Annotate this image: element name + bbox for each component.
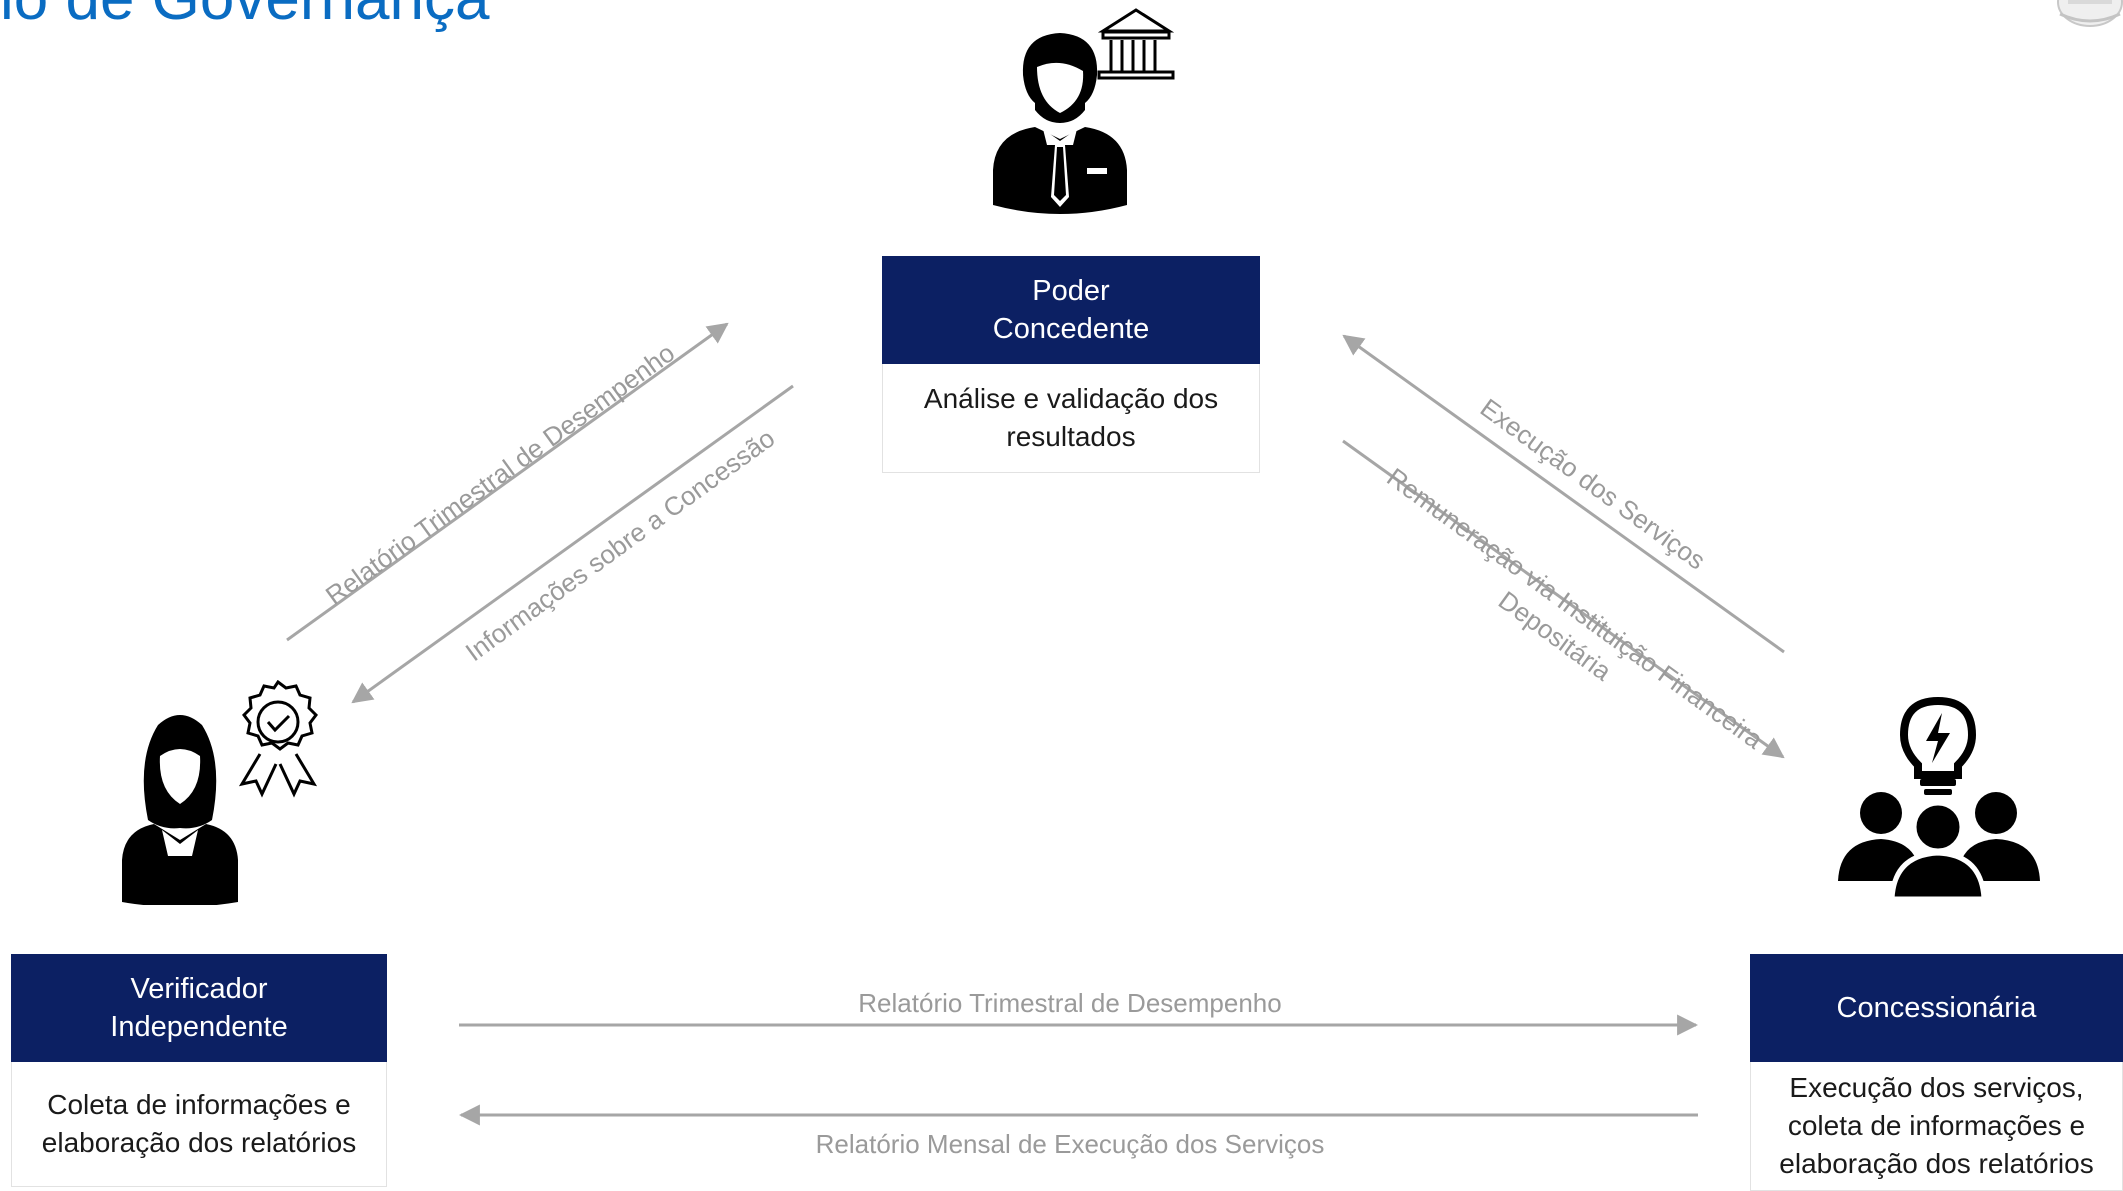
arrow-cs-to-pc (1342, 334, 1785, 654)
node-header: Verificador Independente (11, 954, 387, 1062)
node-description: Execução dos serviços, coleta de informa… (1750, 1062, 2123, 1191)
node-description: Análise e validação dos resultados (882, 364, 1260, 473)
seal-logo-icon (2057, 0, 2123, 27)
page-title: io de Governança (0, 0, 489, 30)
node-description: Coleta de informações e elaboração dos r… (11, 1062, 387, 1187)
node-header: Concessionária (1750, 954, 2123, 1062)
arrow-vi-to-pc (286, 322, 729, 642)
node-verificador-independente: Verificador Independente Coleta de infor… (11, 954, 387, 1187)
node-poder-concedente: Poder Concedente Análise e validação dos… (882, 256, 1260, 473)
woman-with-certified-badge-icon (122, 680, 318, 905)
official-with-government-building-icon (993, 8, 1175, 214)
node-header: Poder Concedente (882, 256, 1260, 364)
node-concessionaria: Concessionária Execução dos serviços, co… (1750, 954, 2123, 1191)
arrow-pc-to-vi (351, 384, 794, 704)
label-cs-to-vi: Relatório Mensal de Execução dos Serviço… (815, 1129, 1325, 1159)
label-vi-to-cs: Relatório Trimestral de Desempenho (858, 988, 1282, 1018)
arrow-pc-to-cs (1342, 439, 1785, 759)
team-with-lightbulb-icon (1838, 696, 2040, 900)
